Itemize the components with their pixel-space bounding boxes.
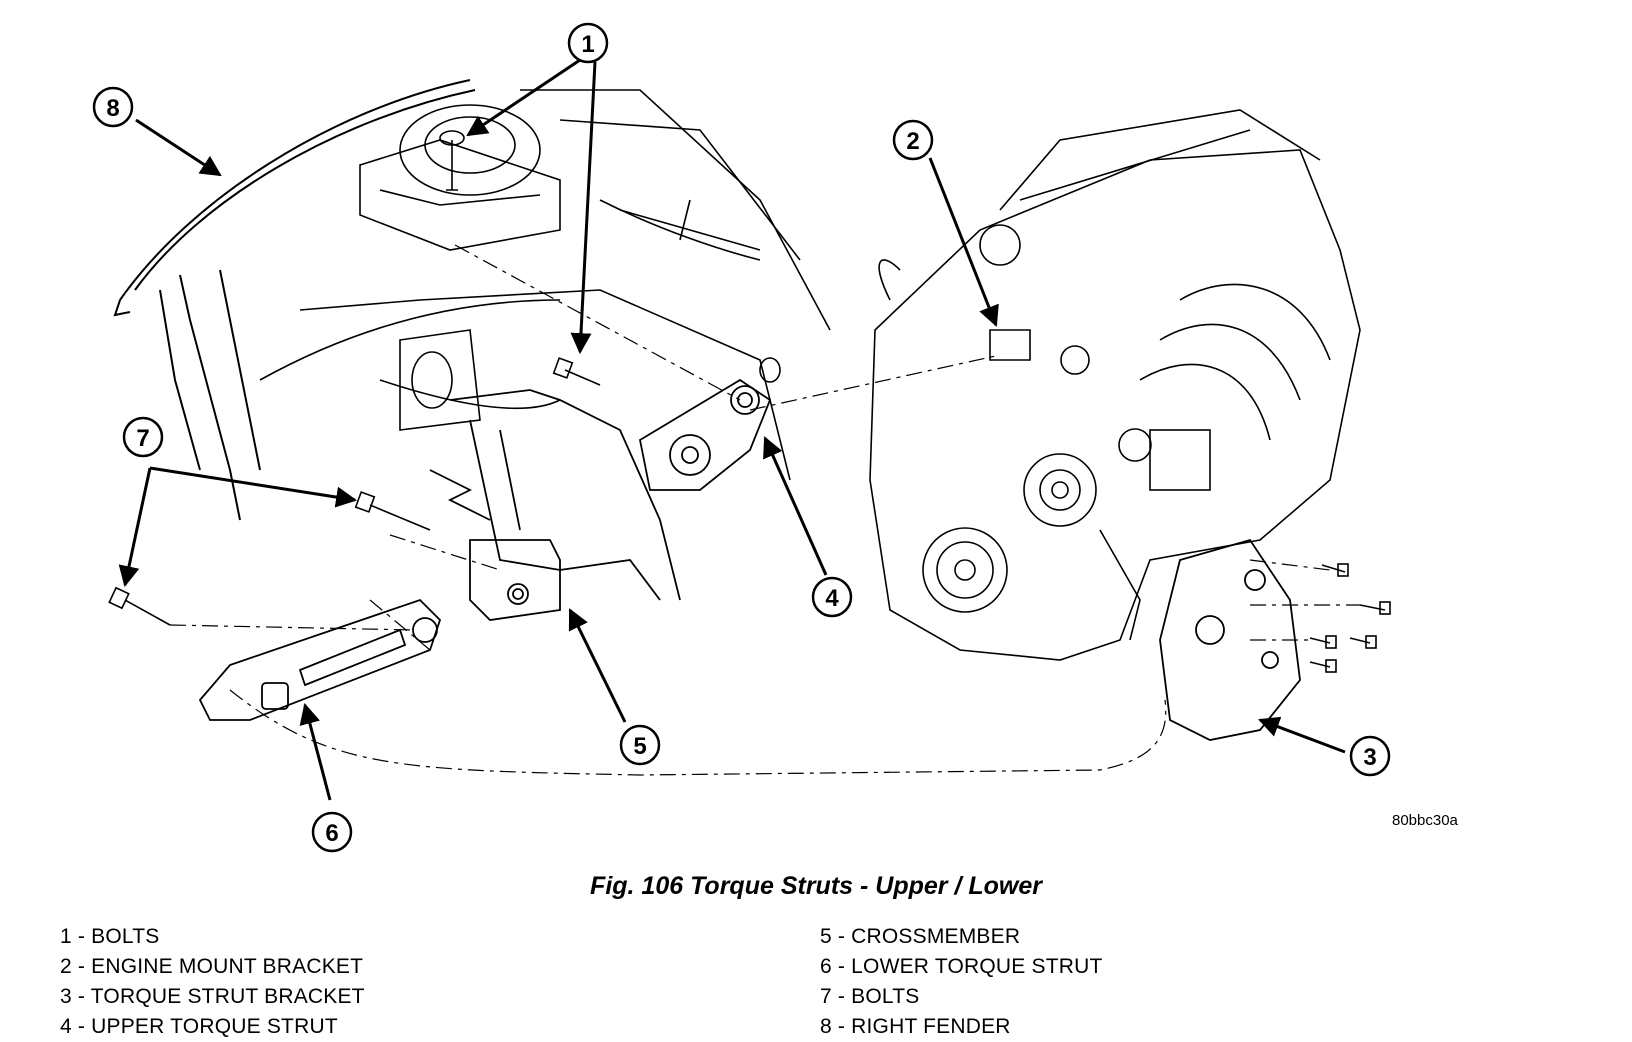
alignment-lines — [169, 244, 1360, 776]
legend-item: 5 - CROSSMEMBER — [820, 925, 1021, 948]
image-code: 80bbc30a — [1392, 812, 1458, 829]
svg-text:5: 5 — [633, 733, 646, 760]
legend-item: 1 - BOLTS — [60, 925, 160, 948]
callout-4: 4 — [811, 576, 853, 618]
callout-7: 7 — [122, 416, 164, 458]
callout-3: 3 — [1349, 735, 1391, 777]
callout-5: 5 — [619, 724, 661, 766]
leader-arrows — [118, 58, 1346, 801]
svg-text:1: 1 — [581, 31, 594, 58]
legend-item: 6 - LOWER TORQUE STRUT — [820, 955, 1103, 978]
callout-6: 6 — [311, 811, 353, 853]
torque-strut-diagram: 1 2 3 4 5 6 7 8 — [92, 22, 1391, 853]
crossmember — [429, 389, 681, 621]
legend-item: 4 - UPPER TORQUE STRUT — [60, 1015, 338, 1038]
svg-text:2: 2 — [906, 128, 919, 155]
legend-item: 3 - TORQUE STRUT BRACKET — [60, 985, 365, 1008]
legend-item: 2 - ENGINE MOUNT BRACKET — [60, 955, 364, 978]
right-fender — [113, 79, 476, 521]
bolts — [108, 130, 1391, 673]
svg-text:7: 7 — [136, 425, 149, 452]
svg-text:6: 6 — [325, 820, 338, 847]
legend-item: 7 - BOLTS — [820, 985, 920, 1008]
legend-left: 1 - BOLTS 2 - ENGINE MOUNT BRACKET 3 - T… — [60, 922, 365, 1042]
svg-text:8: 8 — [106, 95, 119, 122]
callout-2: 2 — [892, 119, 934, 161]
legend-right: 5 - CROSSMEMBER 6 - LOWER TORQUE STRUT 7… — [820, 922, 1103, 1042]
lower-torque-strut — [198, 598, 442, 721]
svg-text:3: 3 — [1363, 744, 1376, 771]
svg-text:4: 4 — [825, 585, 839, 612]
body-structure — [259, 89, 831, 481]
callout-8: 8 — [92, 86, 134, 128]
engine-assembly — [869, 109, 1361, 661]
upper-torque-strut — [638, 378, 772, 491]
figure-caption: Fig. 106 Torque Struts - Upper / Lower — [590, 872, 1042, 900]
legend-item: 8 - RIGHT FENDER — [820, 1015, 1011, 1038]
torque-strut-bracket — [1159, 538, 1301, 741]
callout-1: 1 — [567, 22, 609, 64]
